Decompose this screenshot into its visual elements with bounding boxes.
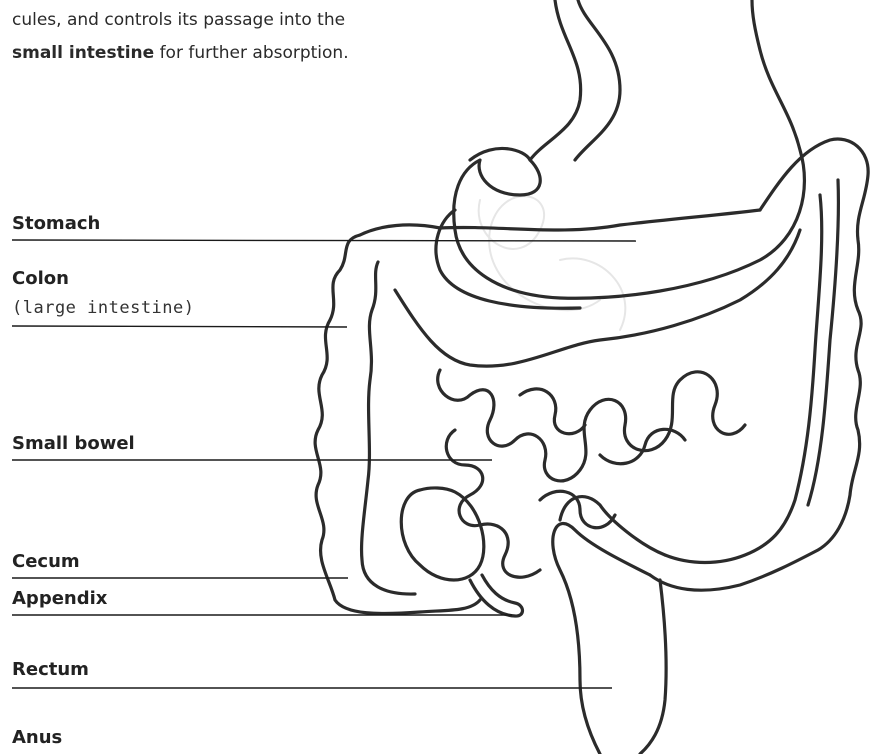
label-colon-sub: (large intestine) <box>12 298 195 318</box>
label-rectum: Rectum <box>12 659 89 680</box>
label-small-bowel: Small bowel <box>12 433 135 454</box>
label-cecum: Cecum <box>12 551 80 572</box>
label-stomach: Stomach <box>12 213 100 234</box>
rectum-shape <box>553 497 666 754</box>
watermark-logo <box>479 196 626 330</box>
leader-line-colon <box>12 326 347 327</box>
label-appendix: Appendix <box>12 588 107 609</box>
leader-line-stomach <box>12 240 636 241</box>
stomach-shape <box>436 0 804 308</box>
label-anus: Anus <box>12 727 62 748</box>
label-colon: Colon <box>12 268 69 289</box>
cecum-appendix-shape <box>401 488 522 616</box>
